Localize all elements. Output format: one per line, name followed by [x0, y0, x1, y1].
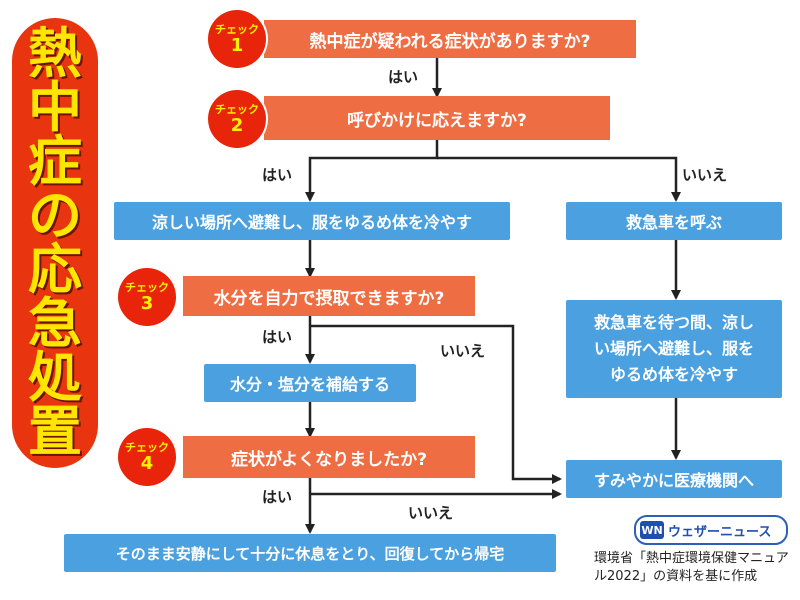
check4-question: 症状がよくなりましたか? [183, 436, 475, 478]
check4-label: チェック [125, 440, 169, 454]
check3-number: 3 [140, 292, 154, 314]
line-check2-no [437, 156, 681, 202]
answer-yes-check3: はい [262, 328, 293, 346]
action-cool-down: 涼しい場所へ避難し、服をゆるめ体を冷やす [114, 202, 510, 240]
check4-number: 4 [140, 452, 154, 474]
source-note: 環境省「熱中症環境保健マニュアル2022」の資料を基に作成 [594, 551, 789, 584]
check1-label: チェック [215, 22, 259, 36]
check2-question: 呼びかけに応えますか? [264, 96, 610, 140]
check3-label: チェック [125, 280, 169, 294]
page-title: 熱中症の応急処置 [28, 22, 82, 463]
line-check3-no [310, 324, 562, 484]
action-medical: すみやかに医療機関へ [566, 460, 782, 498]
check3-badge: チェック 3 [118, 268, 176, 326]
action-rest: そのまま安静にして十分に休息をとり、回復してから帰宅 [64, 534, 556, 572]
answer-yes-check2: はい [262, 166, 293, 184]
weathernews-text: ウェザーニュース [668, 524, 772, 540]
check1-number: 1 [230, 34, 244, 56]
answer-no-check2: いいえ [682, 166, 728, 184]
line-check2-split [305, 140, 439, 202]
check2-badge: チェック 2 [208, 90, 266, 148]
title-banner: 熱中症の応急処置 [12, 18, 98, 468]
answer-no-check3: いいえ [440, 342, 486, 360]
answer-yes-check1: はい [388, 68, 419, 86]
check4-badge: チェック 4 [118, 428, 176, 486]
action-hydrate: 水分・塩分を補給する [204, 364, 416, 402]
action-call-ambulance: 救急車を呼ぶ [566, 202, 782, 240]
weathernews-mark: WN [640, 521, 664, 539]
check3-question: 水分を自力で摂取できますか? [183, 276, 475, 316]
check1-question: 熱中症が疑われる症状がありますか? [264, 20, 636, 58]
check2-label: チェック [215, 102, 259, 116]
weathernews-logo: WN ウェザーニュース [634, 515, 788, 545]
check1-badge: チェック 1 [208, 10, 266, 68]
check2-number: 2 [230, 114, 244, 136]
action-while-waiting: 救急車を待つ間、涼しい場所へ避難し、服をゆるめ体を冷やす [566, 300, 782, 398]
answer-yes-check4: はい [262, 488, 293, 506]
answer-no-check4: いいえ [408, 504, 454, 522]
